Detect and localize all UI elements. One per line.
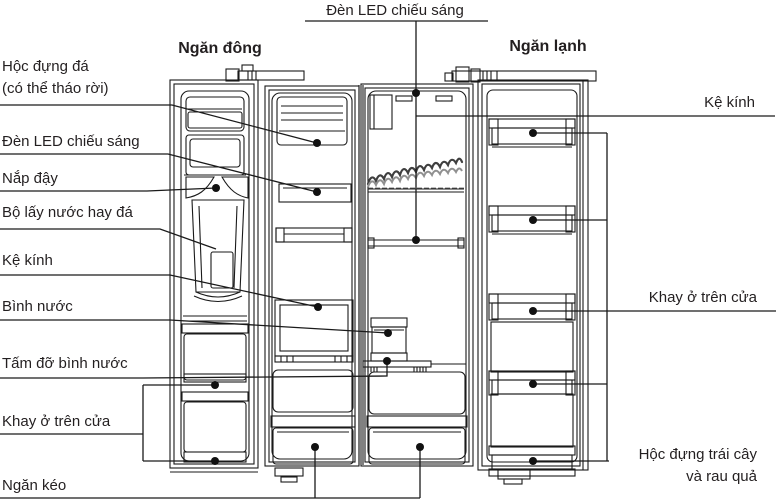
glass-shelf-left-leader xyxy=(0,274,319,308)
freezer-drawer xyxy=(270,415,356,465)
fridge-drawer xyxy=(366,415,468,465)
dot-door-tray-left-1 xyxy=(211,381,219,389)
ice-maker-bin xyxy=(185,96,245,132)
leader-lines xyxy=(0,20,776,499)
freezer-door xyxy=(169,79,259,473)
tank-support-leader xyxy=(0,362,388,379)
door-tray-1 xyxy=(488,118,576,148)
dot-door-tray-left-2 xyxy=(211,457,219,465)
label-glass-shelf-freezer: Kệ kính xyxy=(2,252,53,269)
label-cover: Nắp đậy xyxy=(2,170,58,187)
label-fruit-box-line1: Hộc đựng trái cây xyxy=(638,446,757,463)
fruit-vegetable-box xyxy=(488,445,576,477)
ice-bin-leader xyxy=(0,104,318,144)
door-tray-2 xyxy=(488,205,576,235)
callout-dots xyxy=(211,89,537,465)
label-door-tray-left: Khay ở trên cửa xyxy=(2,413,111,430)
door-tray-left-bracket xyxy=(0,384,215,462)
corner-box xyxy=(369,94,393,130)
freezer-interior xyxy=(264,85,360,483)
door-panel xyxy=(185,134,245,176)
label-led-freezer: Đèn LED chiếu sáng xyxy=(2,133,140,150)
header-fridge: Ngăn lạnh xyxy=(509,38,587,55)
freezer-led-lamp xyxy=(278,183,352,203)
drawer-leader xyxy=(0,447,421,499)
water-tank-leader xyxy=(0,319,389,334)
label-led-fridge-top: Đèn LED chiếu sáng xyxy=(326,2,464,19)
tank-support-plate xyxy=(362,360,466,372)
dot-door-tray-right-2 xyxy=(529,216,537,224)
dot-door-tray-right-1 xyxy=(529,129,537,137)
cabinet-top-hinges xyxy=(225,64,597,83)
dot-fruit-box xyxy=(529,457,537,465)
freezer-led-leader xyxy=(0,153,318,193)
freezer-glass-shelf xyxy=(274,299,354,363)
water-ice-dispenser xyxy=(191,199,245,303)
dot-door-tray-right-4 xyxy=(529,380,537,388)
fridge-interior xyxy=(360,83,474,467)
label-water-tank: Bình nước xyxy=(2,298,73,315)
water-tank xyxy=(370,317,408,362)
door-tray-right-bracket xyxy=(533,132,609,462)
dot-glass-shelf-fridge xyxy=(412,236,420,244)
label-fruit-box-line2: và rau quả xyxy=(686,468,757,485)
dot-ice-bin xyxy=(313,139,321,147)
label-ice-bin-line2: (có thể tháo rời) xyxy=(2,80,109,97)
label-tank-support: Tấm đỡ bình nước xyxy=(2,355,128,372)
dot-drawer-fridge xyxy=(416,443,424,451)
door-tray-lower xyxy=(181,391,249,463)
dot-freezer-led xyxy=(313,188,321,196)
dot-drawer-freezer xyxy=(311,443,319,451)
dispenser-leader xyxy=(0,228,217,250)
label-door-tray-right: Khay ở trên cửa xyxy=(648,289,757,306)
label-drawer: Ngăn kéo xyxy=(2,477,67,494)
label-fruit-vegetable-box: Hộc đựng trái cây và rau quả xyxy=(639,444,757,488)
header-freezer: Ngăn đông xyxy=(178,40,262,57)
dispenser-cover xyxy=(184,174,249,199)
dot-water-tank xyxy=(384,329,392,337)
cover-leader xyxy=(0,187,217,192)
label-ice-bin: Hộc đựng đá (có thể tháo rời) xyxy=(2,56,109,100)
label-glass-shelf-fridge: Kệ kính xyxy=(704,94,755,111)
door-tray-upper xyxy=(181,323,249,383)
dot-door-tray-right-3 xyxy=(529,307,537,315)
ice-bucket xyxy=(276,96,348,146)
fridge-door xyxy=(477,79,589,485)
label-ice-bin-line1: Hộc đựng đá xyxy=(2,58,89,75)
dot-tank-support xyxy=(383,357,391,365)
dot-fridge-led xyxy=(412,89,420,97)
freezer-shelf xyxy=(275,227,353,243)
center-divider xyxy=(358,85,364,465)
dot-cover xyxy=(212,184,220,192)
dot-glass-shelf-left xyxy=(314,303,322,311)
label-dispenser: Bộ lấy nước hay đá xyxy=(2,204,133,221)
